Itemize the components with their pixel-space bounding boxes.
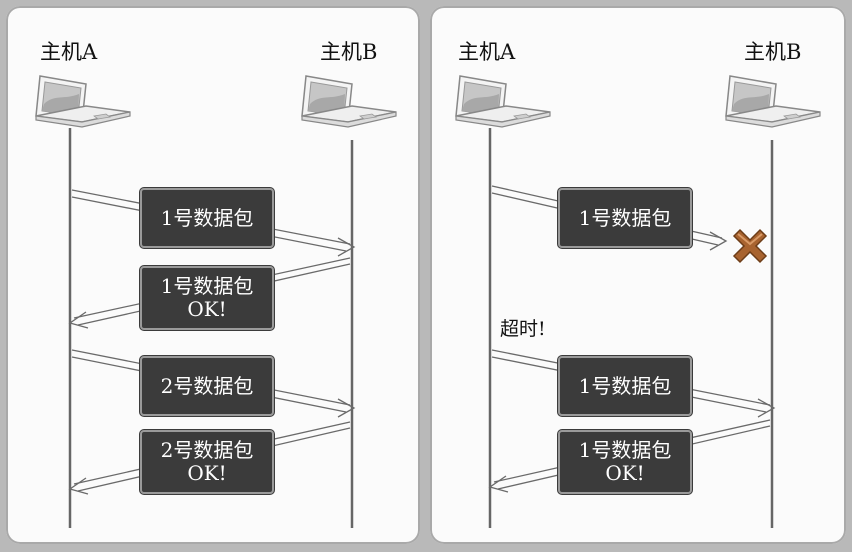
arrow-head [337, 237, 356, 257]
host-b-label: 主机B [320, 40, 378, 64]
timeout-label: 超时! [500, 318, 546, 340]
arrow-head [488, 475, 509, 493]
packet-label: 1号数据包 [160, 205, 254, 230]
lost-packet-x-mark-icon [733, 229, 767, 263]
packet-box: 1号数据包 [140, 188, 274, 248]
packet-label: 2号数据包 [160, 438, 254, 462]
packet-label: 1号数据包 [578, 438, 672, 462]
ack-box: 2号数据包 OK! [140, 430, 274, 494]
packet-label: 1号数据包 [578, 373, 672, 398]
packet-box: 1号数据包 [558, 188, 692, 248]
arrow-head [68, 477, 89, 495]
packet-label: 1号数据包 [578, 205, 672, 230]
arrow-head [709, 231, 728, 251]
host-a-label: 主机A [458, 40, 516, 64]
host-b-label: 主机B [744, 40, 802, 64]
arrow-head [68, 311, 89, 329]
timelines [68, 128, 774, 528]
ack-label: OK! [187, 297, 227, 321]
packet-box: 2号数据包 [140, 356, 274, 416]
arrow-head [757, 398, 776, 418]
ack-label: OK! [605, 461, 645, 485]
host-a-laptop-icon [455, 75, 551, 128]
packet-box: 1号数据包 [558, 356, 692, 416]
ack-box: 1号数据包 OK! [140, 266, 274, 330]
arrow-head [337, 398, 356, 418]
host-a-laptop-icon [35, 75, 131, 128]
host-b-laptop-icon [301, 75, 397, 128]
packet-label: 2号数据包 [160, 373, 254, 398]
ack-box: 1号数据包 OK! [558, 430, 692, 494]
packet-label: 1号数据包 [160, 274, 254, 298]
host-a-label: 主机A [40, 40, 98, 64]
ack-label: OK! [187, 461, 227, 485]
host-b-laptop-icon [725, 75, 821, 128]
